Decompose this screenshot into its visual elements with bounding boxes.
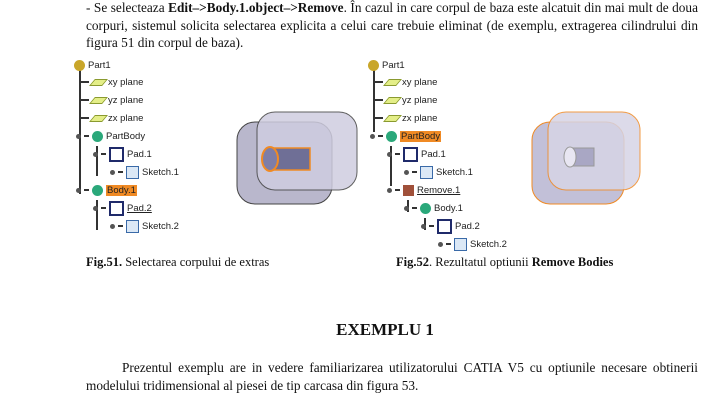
tree-item[interactable]: zx plane: [108, 112, 144, 124]
tree-item[interactable]: yz plane: [402, 94, 438, 106]
pad-icon: [403, 146, 418, 162]
remove-icon: [403, 184, 414, 196]
section-heading: EXEMPLU 1: [336, 320, 434, 339]
tree-item[interactable]: PartBody: [106, 130, 146, 142]
sketch-icon: [126, 165, 139, 179]
plane-icon: [383, 96, 402, 104]
sketch-icon: [420, 165, 433, 179]
plane-icon: [383, 114, 402, 122]
intro-command: Edit–>Body.1.object–>Remove: [168, 0, 344, 15]
tree-item[interactable]: Sketch.1: [436, 166, 473, 178]
fig52-spec-tree: Part1 xy plane yz plane zx plane PartBod…: [368, 58, 528, 253]
example-paragraph: Prezentul exemplu are in vedere familiar…: [86, 360, 698, 393]
fig51-model-image: [236, 111, 358, 205]
body-icon: [92, 184, 103, 196]
body-icon: [420, 202, 431, 214]
pad-icon: [437, 218, 452, 234]
tree-item[interactable]: Pad.2: [455, 220, 480, 232]
sketch-icon: [126, 219, 139, 233]
part-icon: [368, 59, 379, 71]
fig52-caption: Fig.52. Rezultatul optiunii Remove Bodie…: [396, 255, 614, 269]
pad-icon: [109, 200, 124, 216]
plane-icon: [89, 78, 108, 86]
plane-icon: [383, 78, 402, 86]
tree-item[interactable]: zx plane: [402, 112, 438, 124]
tree-item[interactable]: Pad.1: [421, 148, 446, 160]
tree-item[interactable]: xy plane: [108, 76, 144, 88]
intro-dash: - Se selecteaza: [86, 0, 169, 15]
tree-item[interactable]: Remove.1: [417, 184, 461, 196]
tree-item[interactable]: Pad.1: [127, 148, 152, 160]
plane-icon: [89, 96, 108, 104]
tree-item-selected[interactable]: Body.1: [106, 184, 137, 196]
fig51-caption: Fig.51. Selectarea corpului de extras: [86, 255, 270, 269]
intro-text: . În cazul in care corpul de baza este a…: [86, 0, 698, 50]
pad-icon: [109, 146, 124, 162]
tree-item[interactable]: Part1: [382, 59, 405, 71]
tree-item[interactable]: Pad.2: [127, 202, 152, 214]
tree-item[interactable]: Part1: [88, 59, 111, 71]
fig51-spec-tree: Part1 xy plane yz plane zx plane PartBod…: [74, 58, 234, 248]
body-icon: [92, 130, 103, 142]
tree-item[interactable]: Sketch.2: [470, 238, 507, 250]
plane-icon: [89, 114, 108, 122]
tree-item[interactable]: Sketch.1: [142, 166, 179, 178]
intro-paragraph: - Se selecteaza Edit–>Body.1.object–>Rem…: [86, 0, 698, 52]
tree-item[interactable]: Sketch.2: [142, 220, 179, 232]
tree-item[interactable]: Body.1: [434, 202, 463, 214]
body-icon: [386, 130, 397, 142]
part-icon: [74, 59, 85, 71]
tree-item[interactable]: xy plane: [402, 76, 438, 88]
tree-item[interactable]: yz plane: [108, 94, 144, 106]
fig52-model-image: [531, 111, 641, 205]
sketch-icon: [454, 237, 467, 251]
tree-item-selected[interactable]: PartBody: [400, 130, 442, 142]
